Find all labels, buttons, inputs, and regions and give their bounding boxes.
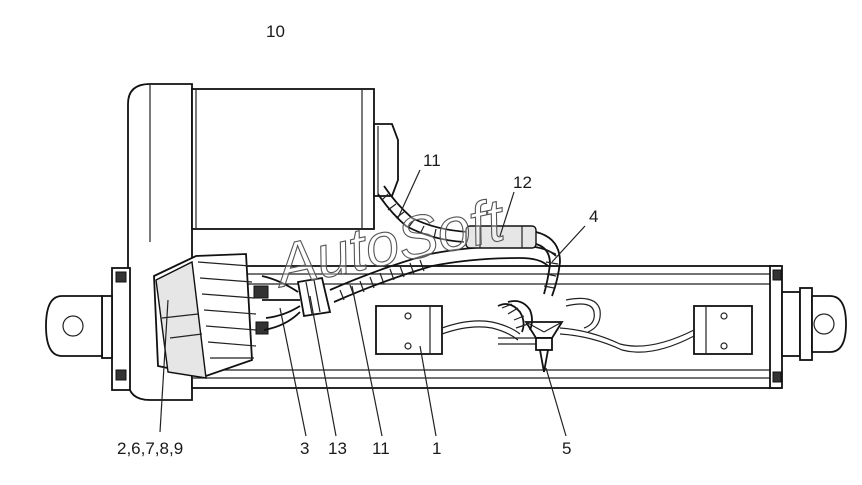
label-3: 3 — [300, 439, 309, 458]
corrugated-hose-lower — [329, 245, 557, 303]
switch-block-left — [375, 305, 443, 355]
label-11-bottom: 11 — [372, 439, 390, 458]
label-11-top: 11 — [423, 151, 441, 170]
label-12: 12 — [513, 173, 532, 192]
corrugated-hose-upper — [377, 185, 561, 297]
label-2-6-7-8-9: 2,6,7,8,9 — [117, 439, 183, 458]
motor — [127, 83, 399, 401]
leader-lines — [159, 169, 586, 437]
center-connector — [524, 321, 564, 373]
label-4: 4 — [589, 207, 598, 226]
corrugated-hose-switch — [497, 300, 533, 333]
internal-wiring — [441, 297, 695, 353]
left-mount — [45, 267, 131, 391]
label-13: 13 — [328, 439, 347, 458]
label-10: 10 — [266, 22, 285, 41]
connector-housing — [153, 253, 269, 379]
label-5: 5 — [562, 439, 571, 458]
switch-block-right — [693, 305, 753, 355]
cable-bundle — [261, 275, 332, 331]
label-1: 1 — [432, 439, 441, 458]
